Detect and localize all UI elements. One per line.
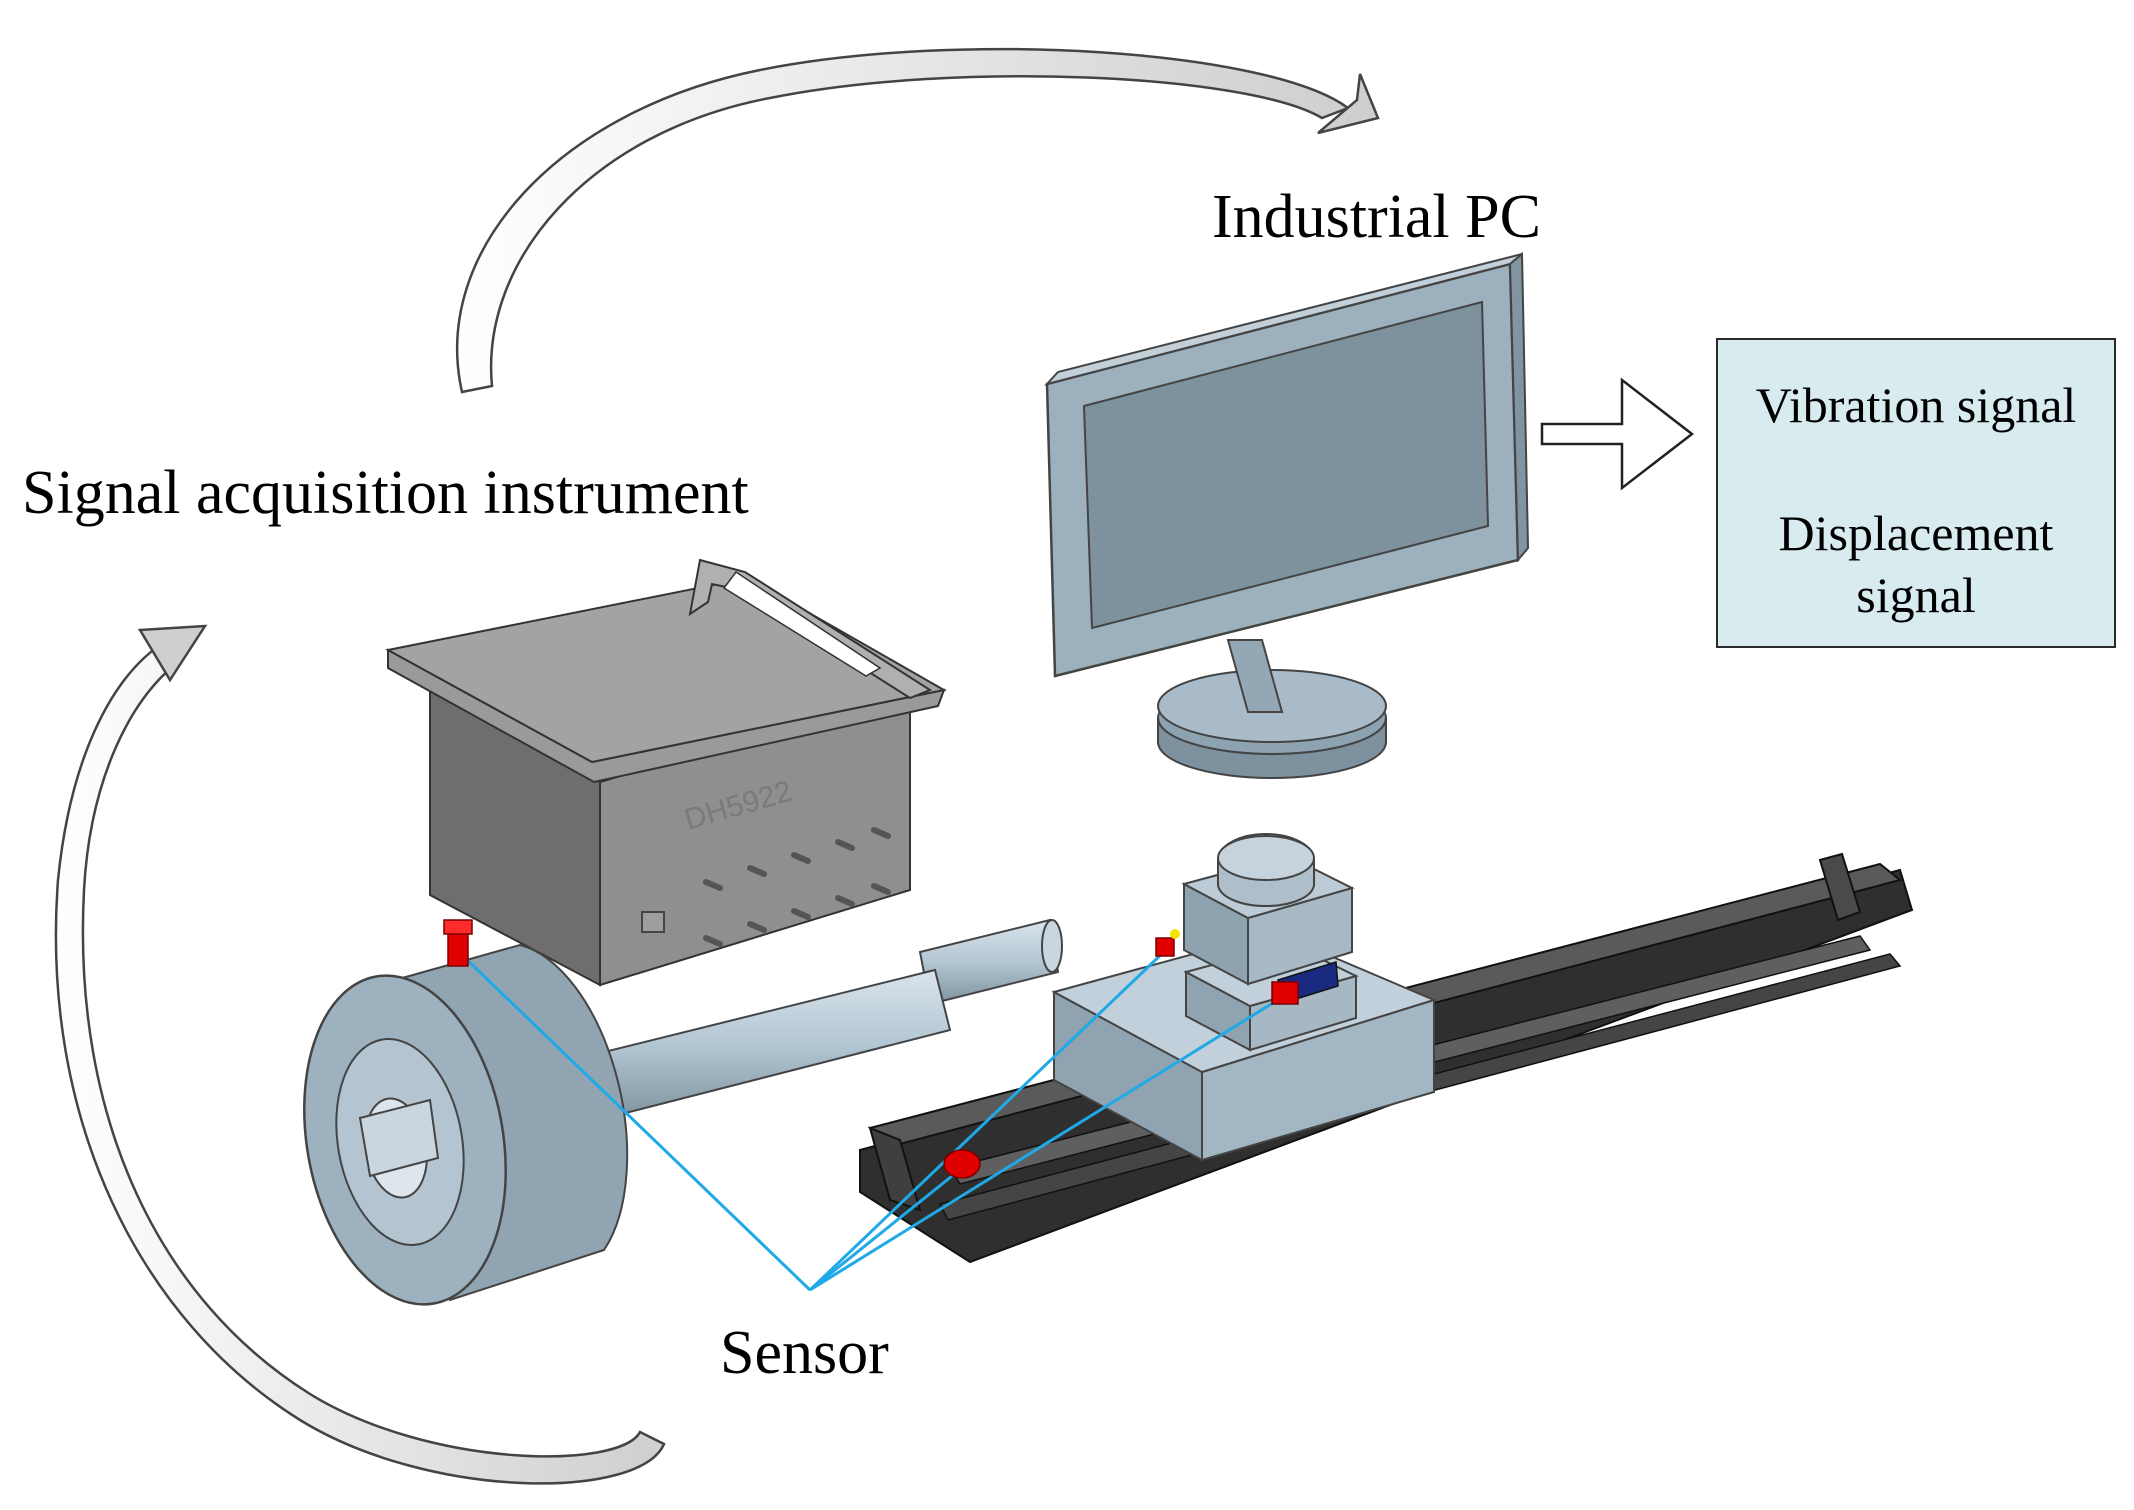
flow-arrow-lower xyxy=(54,624,666,1485)
output-signals-box: Vibration signal Displacement signal xyxy=(1716,338,2116,648)
displacement-signal-label: signal xyxy=(1856,567,1976,623)
sensor-rail xyxy=(943,1149,981,1179)
sensor-leader-lines xyxy=(460,946,1285,1292)
signal-acquisition-instrument xyxy=(385,558,947,987)
sensor-carriage xyxy=(1155,929,1180,957)
vibration-signal-label: Vibration signal xyxy=(1755,377,2077,433)
sensor-wheel xyxy=(443,919,473,967)
industrial-pc-monitor xyxy=(1043,251,1530,779)
bearing-housing xyxy=(1181,833,1359,1052)
flow-arrow-upper xyxy=(456,47,1380,394)
sensor-label: Sensor xyxy=(720,1319,889,1387)
rotor-shaft xyxy=(578,918,1063,1122)
sensor-bearing xyxy=(1271,981,1299,1005)
industrial-pc-label: Industrial PC xyxy=(1212,183,1541,251)
rotor-wheel xyxy=(303,943,629,1306)
signal-acquisition-label: Signal acquisition instrument xyxy=(22,459,749,527)
output-arrow xyxy=(1540,377,1695,491)
displacement-label: Displacement xyxy=(1778,505,2054,561)
